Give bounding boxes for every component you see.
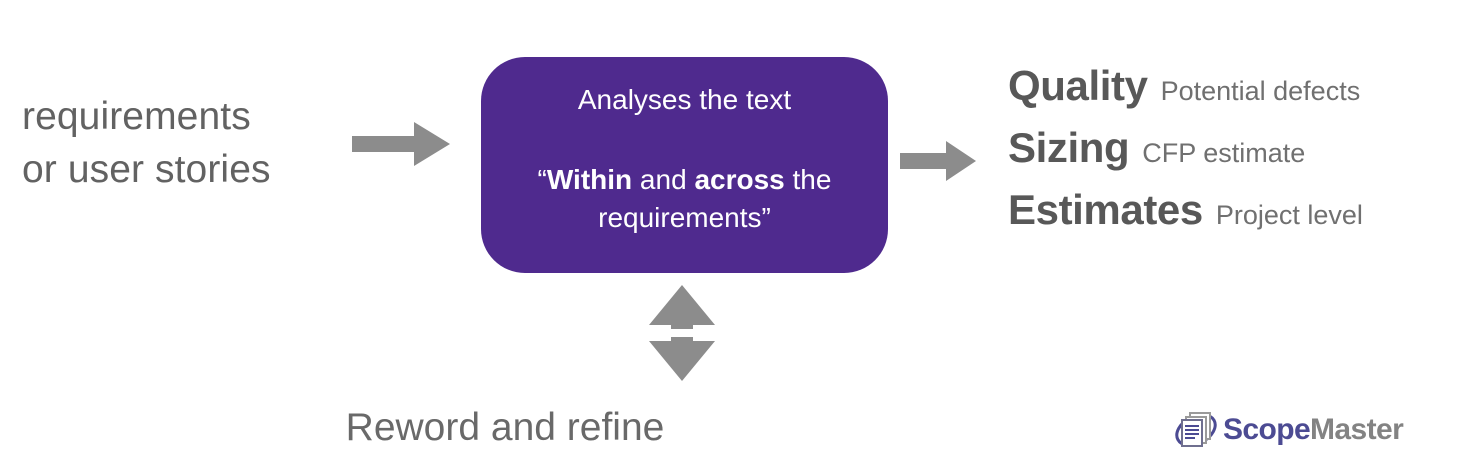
analysis-box: Analyses the text “Within and across the… [481, 57, 888, 273]
output-description: CFP estimate [1142, 138, 1306, 168]
scopemaster-logo: ScopeMaster [1174, 408, 1404, 452]
logo-word-master: Master [1310, 413, 1404, 446]
quote-open: “ [537, 164, 547, 195]
quote-bold-within: Within [546, 164, 633, 195]
quote-bold-across: across [694, 164, 785, 195]
output-title: Quality [1008, 62, 1148, 109]
documents-icon [1175, 412, 1217, 447]
arrow-up-down-icon [649, 285, 715, 381]
feedback-label: Reword and refine [345, 406, 665, 449]
logo-wordmark: ScopeMaster [1223, 413, 1404, 447]
analysis-box-title: Analyses the text [577, 84, 792, 115]
analysis-box-quote: “Within and across the requirements” [507, 161, 862, 237]
output-item-quality: Quality Potential defects [1008, 62, 1448, 124]
output-item-estimates: Estimates Project level [1008, 186, 1448, 248]
output-item-sizing: Sizing CFP estimate [1008, 124, 1448, 186]
output-description: Potential defects [1160, 76, 1361, 106]
arrow-right-icon [352, 122, 450, 166]
input-label: requirements or user stories [22, 90, 352, 196]
output-title: Sizing [1008, 124, 1130, 171]
output-description: Project level [1215, 200, 1363, 230]
input-label-line-2: or user stories [22, 148, 271, 191]
outputs-list: Quality Potential defects Sizing CFP est… [1008, 62, 1448, 248]
quote-middle: and [632, 164, 695, 195]
input-label-line-1: requirements [22, 95, 251, 138]
logo-word-scope: Scope [1223, 413, 1311, 446]
quote-tail: the requirements” [598, 164, 832, 233]
arrow-right-icon [900, 141, 976, 181]
output-title: Estimates [1008, 186, 1203, 233]
